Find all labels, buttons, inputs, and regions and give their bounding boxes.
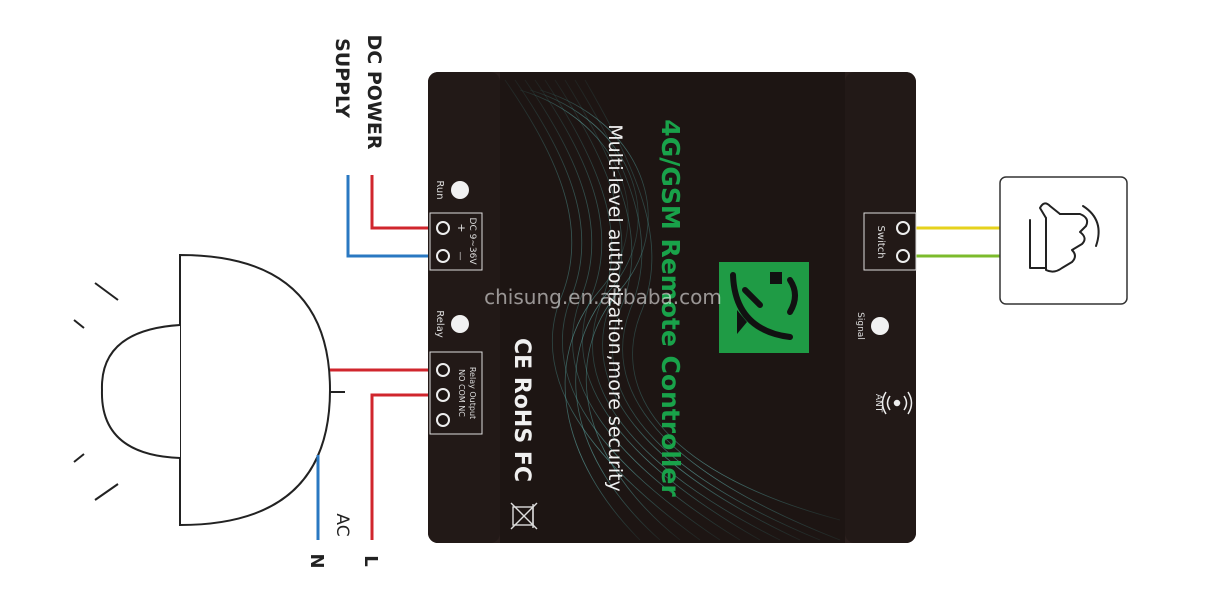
device-right-panel: [845, 72, 916, 543]
supply-label: SUPPLY: [331, 38, 353, 118]
switch-terminal-block: [863, 212, 917, 271]
lamp-ray-3: [73, 453, 85, 463]
dc-minus-label: —: [455, 252, 465, 261]
switch-terminal-2: [896, 249, 910, 263]
watermark: chisung.en.alibaba.com: [484, 285, 722, 309]
dc-terminal-positive: [436, 221, 450, 235]
wire-relay-com: [370, 393, 442, 540]
lamp-ray-2: [73, 319, 85, 329]
wave-decoration: [504, 79, 841, 541]
device-subtitle: Multi-level authorization,more security: [604, 124, 626, 492]
lamp: [73, 253, 345, 527]
run-label: Run: [434, 180, 445, 199]
device-title: 4G/GSM Remote Controller: [656, 119, 685, 497]
controller-device: Run + — DC 9~36V Relay NO COM NC Relay O…: [428, 72, 917, 543]
live-label: L: [360, 555, 381, 566]
relay-terminal-block: [429, 351, 483, 435]
dc-terminal-negative: [436, 249, 450, 263]
switch-label: Switch: [875, 225, 886, 258]
relay-led: [451, 315, 469, 333]
wire-dc-negative: [346, 175, 442, 258]
dc-input-label: DC 9~36V: [467, 218, 477, 266]
switch-box: [999, 176, 1128, 305]
hand-press-icon: [1029, 202, 1100, 273]
lamp-ray-1: [94, 282, 119, 301]
push-switch: [999, 176, 1128, 305]
antenna-icon: [881, 391, 913, 415]
dc-plus-label: +: [455, 223, 468, 232]
wires: [316, 175, 1000, 540]
run-led: [451, 181, 469, 199]
weee-icon: [510, 502, 538, 530]
wire-dc-positive: [370, 175, 442, 230]
relay-pins-label: NO COM NC: [457, 369, 466, 417]
ant-label: ANT: [873, 394, 883, 413]
lamp-bulb: [100, 324, 181, 459]
lamp-dome: [179, 253, 332, 527]
lamp-ray-4: [94, 483, 119, 501]
relay-terminal-no: [436, 363, 450, 377]
relay-output-label: Relay Output: [468, 367, 477, 419]
relay-terminal-com: [436, 388, 450, 402]
ac-label: AC: [332, 513, 352, 536]
cert-marks: CE RoHS FC: [509, 338, 534, 482]
relay-label: Relay: [434, 310, 445, 338]
brand-logo-icon: [719, 262, 809, 353]
neutral-label: N: [306, 553, 327, 568]
signal-label: Signal: [855, 312, 865, 340]
relay-terminal-nc: [436, 413, 450, 427]
dc-terminal-block: [429, 212, 483, 271]
dc-power-label: DC POWER: [363, 35, 385, 150]
signal-led: [871, 317, 889, 335]
switch-terminal-1: [896, 221, 910, 235]
